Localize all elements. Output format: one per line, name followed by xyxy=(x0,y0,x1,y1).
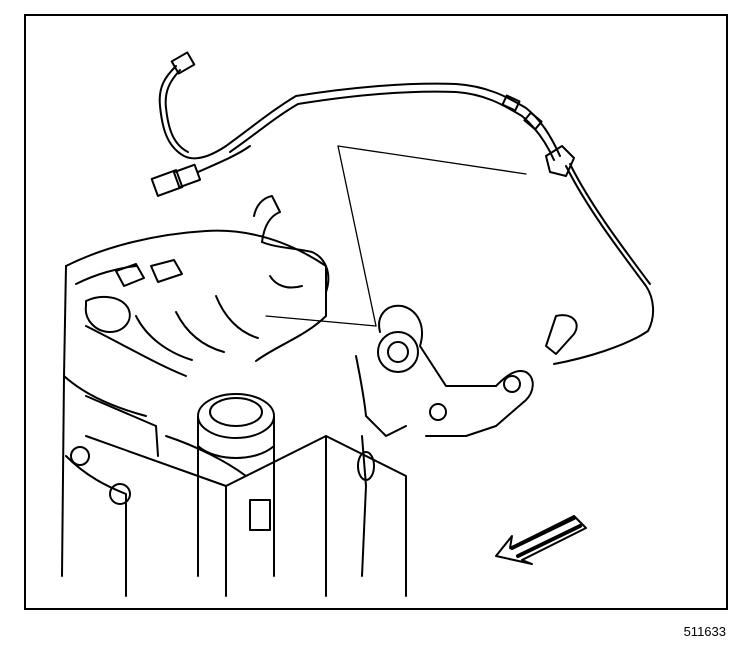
front-direction-arrow xyxy=(495,515,587,565)
engine-assembly xyxy=(61,229,407,597)
engine-harness-illustration xyxy=(61,51,654,597)
figure-id: 511633 xyxy=(683,624,726,639)
sensor-harness xyxy=(225,82,654,365)
diagram-frame xyxy=(24,14,728,610)
oxygen-sensor-connector xyxy=(150,51,251,197)
oil-fill-cap xyxy=(197,393,275,577)
lifting-bracket xyxy=(253,195,534,577)
